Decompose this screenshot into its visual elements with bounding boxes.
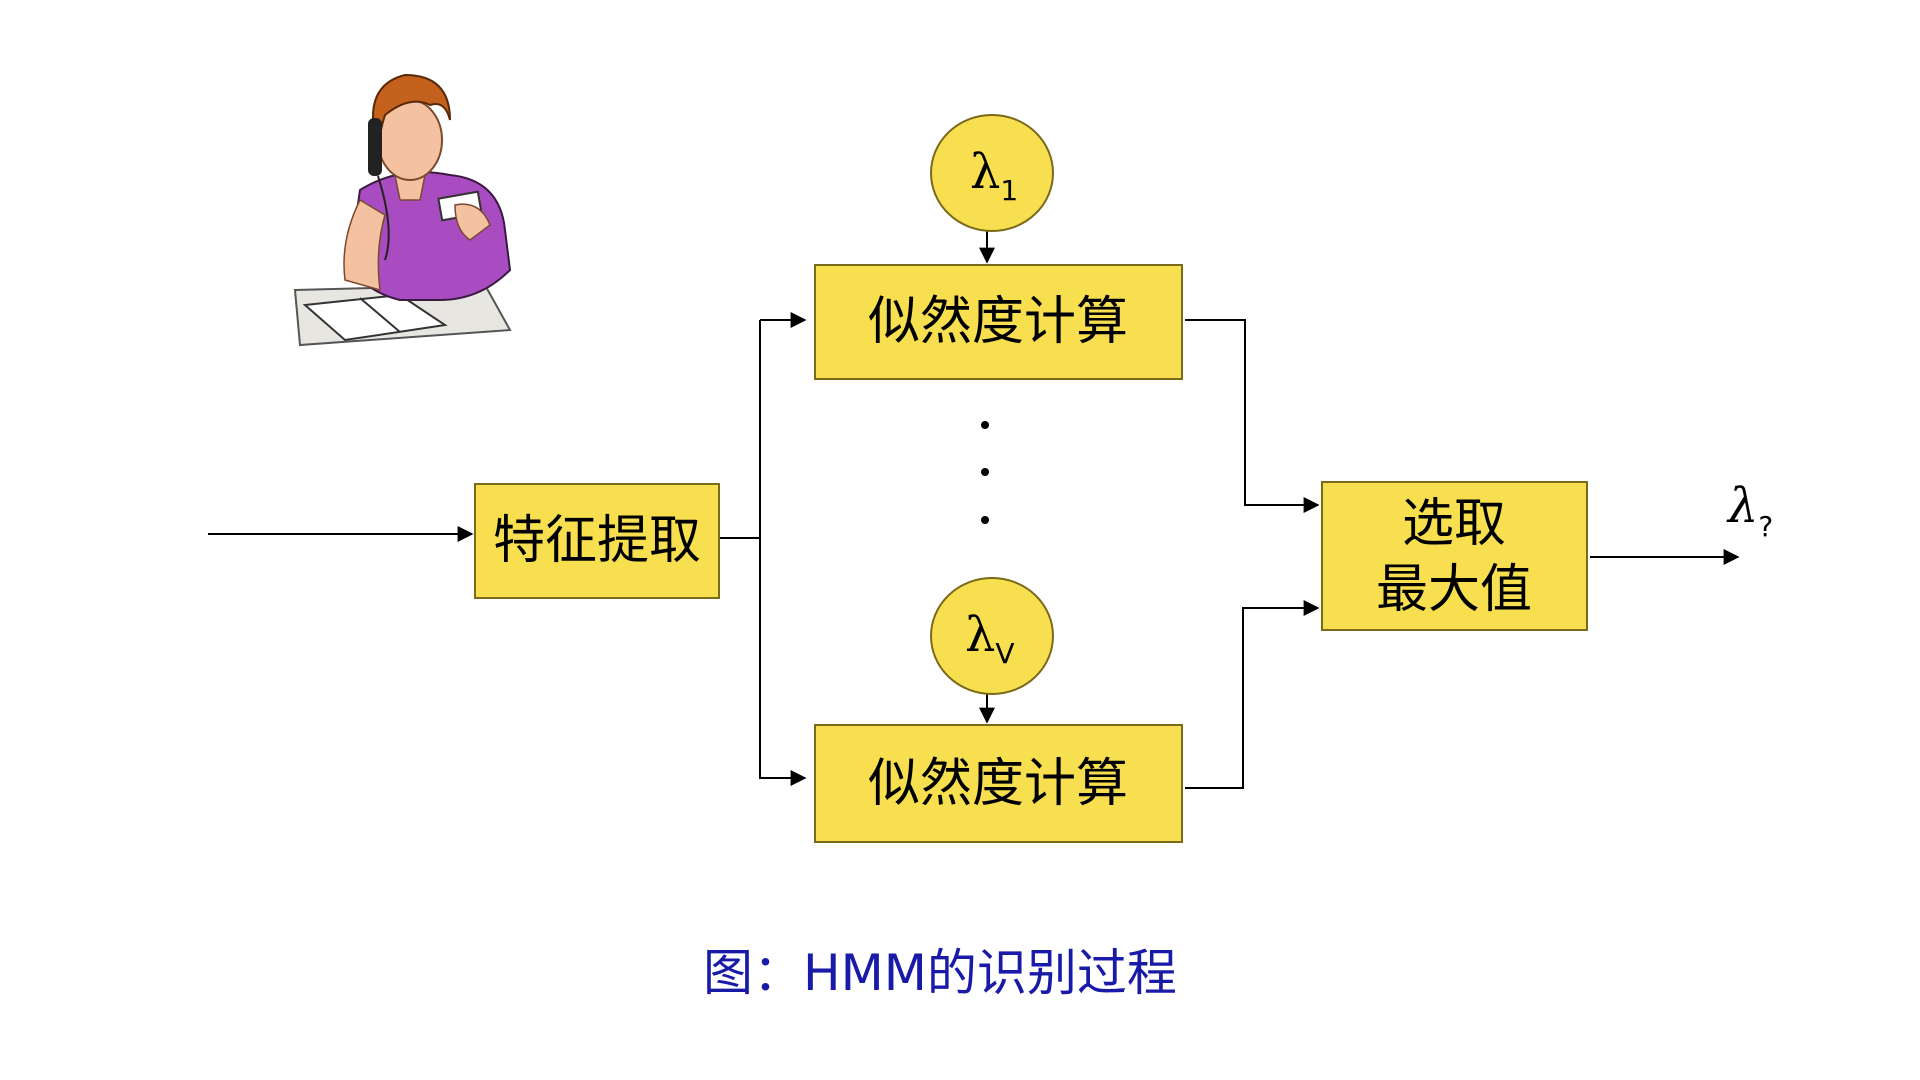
model-bottom-subscript: V [995,637,1014,670]
top-to-select-arrow [1185,319,1320,513]
likelihood-box-bottom: 似然度计算 [814,724,1183,843]
likelihood-label-top: 似然度计算 [868,292,1128,352]
feature-extraction-label: 特征提取 [493,511,701,571]
flow-connectors [208,228,1740,789]
select-max-box: 选取 最大值 [1321,481,1588,631]
likelihood-box-top: 似然度计算 [814,264,1183,380]
figure-caption: 图：HMM的识别过程 [703,944,1177,1002]
feature-extraction-box: 特征提取 [474,483,720,599]
model-circle-bottom: λV [930,577,1054,695]
bottom-to-select-arrow [1185,600,1320,789]
select-label-line1: 选取 [1402,494,1506,554]
branch-to-bottom-arrow [759,538,807,786]
output-subscript: ? [1758,510,1773,543]
branch-line [715,320,761,539]
likelihood-label-bottom: 似然度计算 [868,754,1128,814]
output-symbol: λ [1726,478,1758,534]
svg-text:λV: λV [965,607,1015,670]
select-label-line2: 最大值 [1376,560,1532,620]
output-label: λ? [1726,478,1773,543]
model-bottom-symbol: λ [965,607,995,663]
model-circle-top: λ1 [930,114,1054,232]
svg-text:λ1: λ1 [970,144,1018,207]
model-top-subscript: 1 [1000,174,1018,207]
vertical-ellipsis [981,421,989,524]
woman-on-phone-icon [293,73,512,347]
model-top-symbol: λ [970,144,1000,200]
